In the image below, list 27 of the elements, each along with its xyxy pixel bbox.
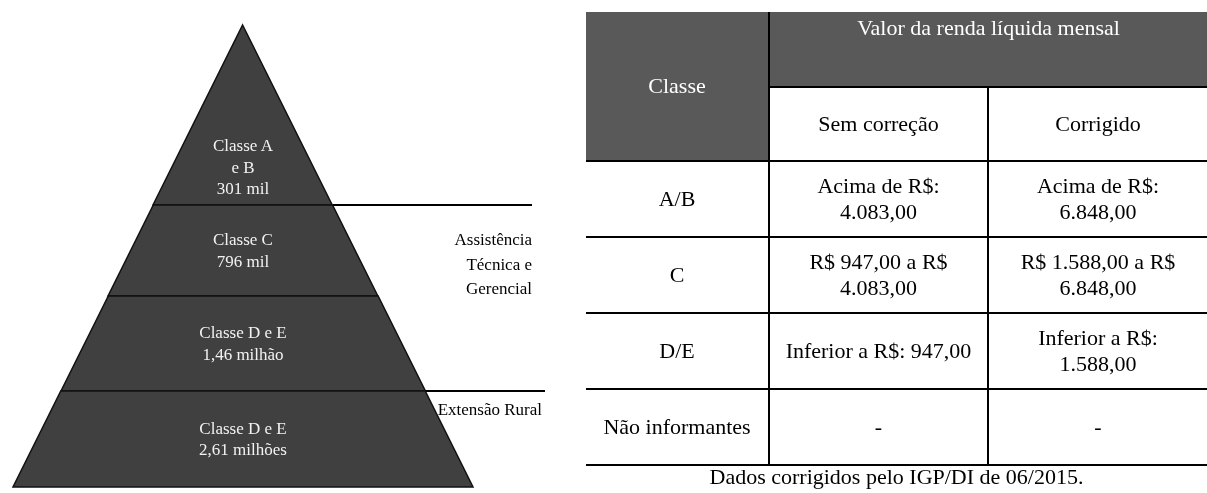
- table-cell: D/E: [586, 314, 770, 390]
- table-cell: R$ 1.588,00 a R$ 6.848,00: [989, 238, 1207, 314]
- band-text: 2,61 milhões: [199, 439, 287, 461]
- subheader-cell: Sem correção: [770, 88, 989, 162]
- table-cell: Inferior a R$: 1.588,00: [989, 314, 1207, 390]
- table-cell: Não informantes: [586, 390, 770, 466]
- table-caption: Dados corrigidos pelo IGP/DI de 06/2015.: [708, 464, 1085, 490]
- band-text: 301 mil: [216, 177, 270, 199]
- side-label: Extensão Rural: [436, 399, 542, 421]
- table-cell: -: [770, 390, 989, 466]
- side-label: Assistência Técnica e Gerencial: [453, 229, 532, 301]
- table-cell: R$ 947,00 a R$ 4.083,00: [770, 238, 989, 314]
- band-text: 1,46 milhão: [202, 343, 284, 365]
- band-text: Classe C: [213, 229, 273, 251]
- subheader-cell: Corrigido: [989, 88, 1207, 162]
- band-text: Classe D e E: [199, 322, 287, 344]
- band-text: Classe A e B: [212, 135, 274, 178]
- band-text: Classe D e E: [199, 417, 287, 439]
- table-cell: A/B: [586, 162, 770, 238]
- table-cell: C: [586, 238, 770, 314]
- header-cell: Valor da renda líquida mensal: [770, 12, 1207, 88]
- header-cell: Classe: [586, 12, 770, 162]
- table-cell: -: [989, 390, 1207, 466]
- table-cell: Acima de R$: 4.083,00: [770, 162, 989, 238]
- table-cell: Acima de R$: 6.848,00: [989, 162, 1207, 238]
- band-text: 796 mil: [216, 250, 270, 272]
- table-cell: Inferior a R$: 947,00: [770, 314, 989, 390]
